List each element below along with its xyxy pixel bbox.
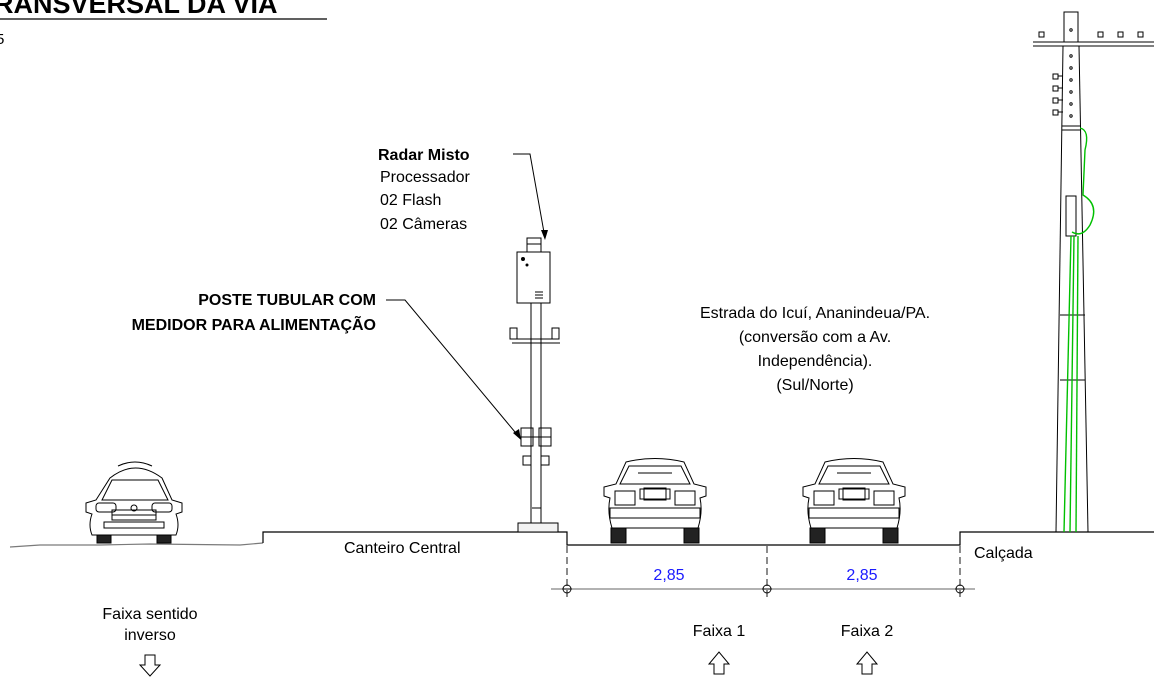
radar-title: Radar Misto	[378, 147, 470, 164]
lane-width-1: 2,85	[653, 567, 684, 584]
drawing-title: RANSVERSAL DA VIA	[0, 0, 278, 19]
radar-pole	[509, 237, 560, 533]
lane-width-2: 2,85	[846, 567, 877, 584]
arrow-up-icon	[855, 651, 879, 675]
faixa-2-label: Faixa 2	[841, 623, 894, 640]
poste-leader-arrowhead	[513, 429, 521, 440]
road-line-3: Independência).	[758, 353, 873, 370]
arrow-down-icon	[138, 654, 162, 677]
poste-line-2: MEDIDOR PARA ALIMENTAÇÃO	[132, 314, 376, 334]
car-rear-icon	[802, 458, 906, 544]
radar-line-2: 02 Flash	[380, 192, 441, 209]
ground-profile	[9, 542, 264, 548]
radar-line-3: 02 Câmeras	[380, 216, 467, 233]
dimension-lines	[551, 546, 975, 598]
radar-line-1: Processador	[380, 169, 470, 186]
road-line-2: (conversão com a Av.	[739, 329, 891, 346]
utility-pole	[1033, 11, 1154, 533]
poste-leader-line	[386, 299, 521, 439]
radar-leader-line	[513, 153, 546, 239]
poste-line-1: POSTE TUBULAR COM	[198, 292, 376, 309]
road-line-1: Estrada do Icuí, Ananindeua/PA.	[700, 305, 930, 322]
car-front-icon	[85, 461, 183, 544]
road-profile	[262, 531, 1154, 546]
title-fragment: 5	[0, 31, 4, 48]
road-line-4: (Sul/Norte)	[776, 377, 853, 394]
faixa-inverso-line1: Faixa sentido	[102, 606, 197, 623]
canteiro-central-label: Canteiro Central	[344, 540, 461, 557]
faixa-1-label: Faixa 1	[693, 623, 746, 640]
car-rear-icon	[603, 458, 707, 544]
arrow-up-icon	[707, 651, 731, 675]
radar-leader-arrowhead	[541, 230, 548, 240]
faixa-inverso-line2: inverso	[124, 627, 176, 644]
calcada-label: Calçada	[974, 545, 1033, 562]
electric-cable	[1063, 127, 1095, 533]
